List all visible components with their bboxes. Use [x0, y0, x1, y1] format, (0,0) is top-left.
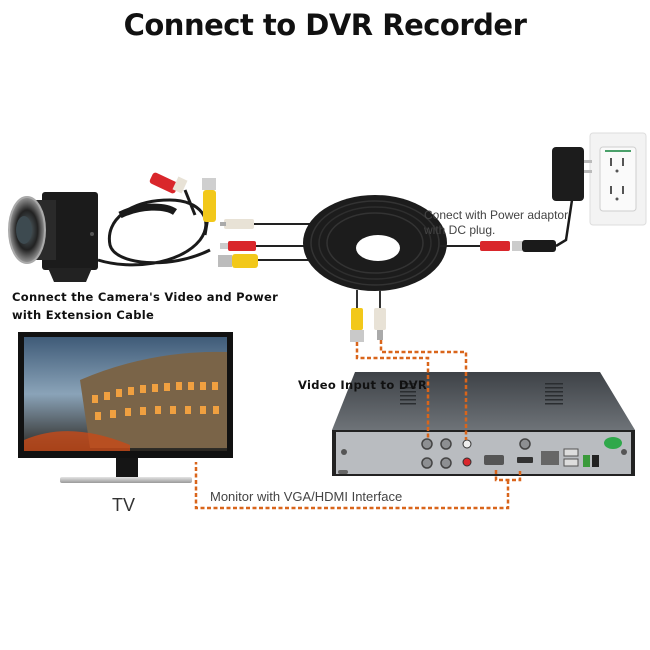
camera-label-line-1: Connect the Camera's Video and Power [12, 290, 279, 304]
dashed-connection-lines [194, 340, 522, 510]
page-title: Connect to DVR Recorder [123, 8, 527, 42]
power-adapter [552, 147, 592, 201]
extension-cable-ends [218, 219, 320, 268]
camera-pigtail-cable [97, 189, 212, 267]
monitor-label: Monitor with VGA/HDMI Interface [210, 489, 403, 504]
camera-label-line-2: with Extension Cable [12, 308, 155, 322]
cable-coil [303, 195, 447, 291]
dc-cable [440, 199, 574, 252]
video-input-label: Video Input to DVR [298, 378, 428, 392]
camera [8, 192, 98, 282]
tv [18, 332, 233, 483]
dvr-input-cables [350, 290, 386, 342]
power-label-line-2: with DC plug. [424, 223, 496, 237]
tv-label: TV [112, 495, 136, 515]
dvr [332, 372, 635, 476]
wall-outlet [589, 132, 647, 226]
power-label-line-1: Conect with Power adaptor [424, 208, 569, 222]
camera-connectors [149, 172, 216, 222]
